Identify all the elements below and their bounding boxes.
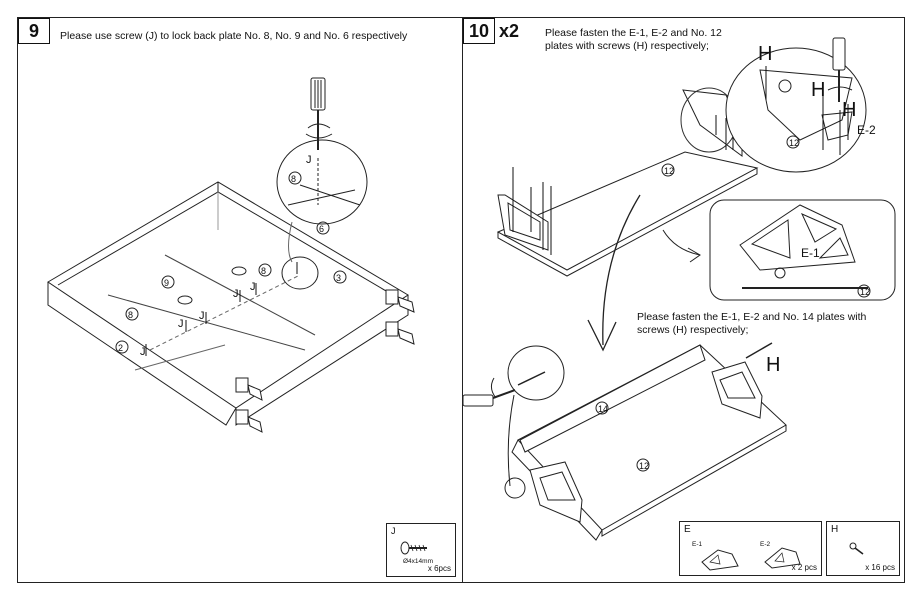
screw-h-label-bottom: H: [766, 354, 780, 376]
parts-box-e-letter: E: [684, 524, 691, 535]
plate-3-label: 3: [336, 273, 341, 283]
drawer-box-drawing: [47, 77, 415, 433]
plate-14-label: 14: [598, 404, 608, 414]
screw-j-label-5: J: [140, 346, 146, 358]
plate-6-label: 6: [319, 224, 324, 234]
parts-box-h-letter: H: [831, 524, 839, 535]
screw-j-label-4: J: [199, 310, 205, 322]
step-9-instruction: Please use screw (J) to lock back plate …: [60, 30, 408, 42]
parts-box-e1-label: E-1: [692, 541, 703, 548]
screw-j-quantity: x 6pcs: [427, 564, 451, 573]
panel-divider: [462, 17, 463, 583]
plate-8-label: 8: [261, 266, 266, 276]
legs: [235, 289, 415, 433]
parts-box-h-quantity: x 16 pcs: [865, 563, 895, 572]
screw-h-label-1: H: [758, 43, 772, 65]
plate-12-label-top: 12: [664, 166, 674, 176]
screw-j-label-1: J: [233, 288, 239, 300]
plate-12-top-drawing: [496, 37, 896, 352]
parts-box-e: E E-1 E-2 x 2 pcs: [679, 521, 822, 576]
screw-j-icon: [400, 541, 427, 555]
screw-j-label-3: J: [178, 318, 184, 330]
step-10-number: 10: [463, 18, 495, 44]
screw-j-label-2: J: [250, 281, 256, 293]
step-10-multiplier: x2: [499, 21, 520, 41]
parts-box-e2-label: E-2: [760, 541, 771, 548]
bracket-e-icon: [701, 547, 801, 571]
parts-box-h: H x 16 pcs: [826, 521, 900, 576]
plate-8-label-callout: 8: [291, 174, 296, 184]
screw-h-icon: [849, 542, 864, 555]
plate-12-label-bottom: 12: [639, 461, 649, 471]
screw-j-size: Ø4x14mm: [403, 558, 433, 565]
step-10-instruction-top: Please fasten the E-1, E-2 and No. 12 pl…: [545, 27, 722, 52]
plate-12-label-callout: 12: [789, 138, 799, 148]
step-10-instruction-bottom: Please fasten the E-1, E-2 and No. 14 pl…: [637, 311, 867, 336]
parts-box-j: J Ø4x14mm x 6pcs: [386, 523, 456, 577]
step-9-number: 9: [18, 18, 50, 44]
bracket-e1-label-zoom: E-1: [801, 246, 820, 260]
screw-h-label-2: H: [811, 79, 825, 101]
plate-2-label: 2: [118, 343, 123, 353]
plate-8-label-front: 8: [128, 310, 133, 320]
plate-9-label: 9: [164, 278, 169, 288]
parts-box-e-quantity: x 2 pcs: [791, 563, 817, 572]
screw-h-label-3: H: [842, 99, 856, 121]
parts-box-j-letter: J: [391, 526, 396, 536]
plate-14-bottom-drawing: [462, 342, 787, 541]
bracket-e2-label: E-2: [857, 123, 876, 137]
plate-12-label-zoom: 12: [860, 287, 870, 297]
page-frame: [17, 17, 905, 583]
screw-j-label-callout: J: [306, 154, 312, 166]
